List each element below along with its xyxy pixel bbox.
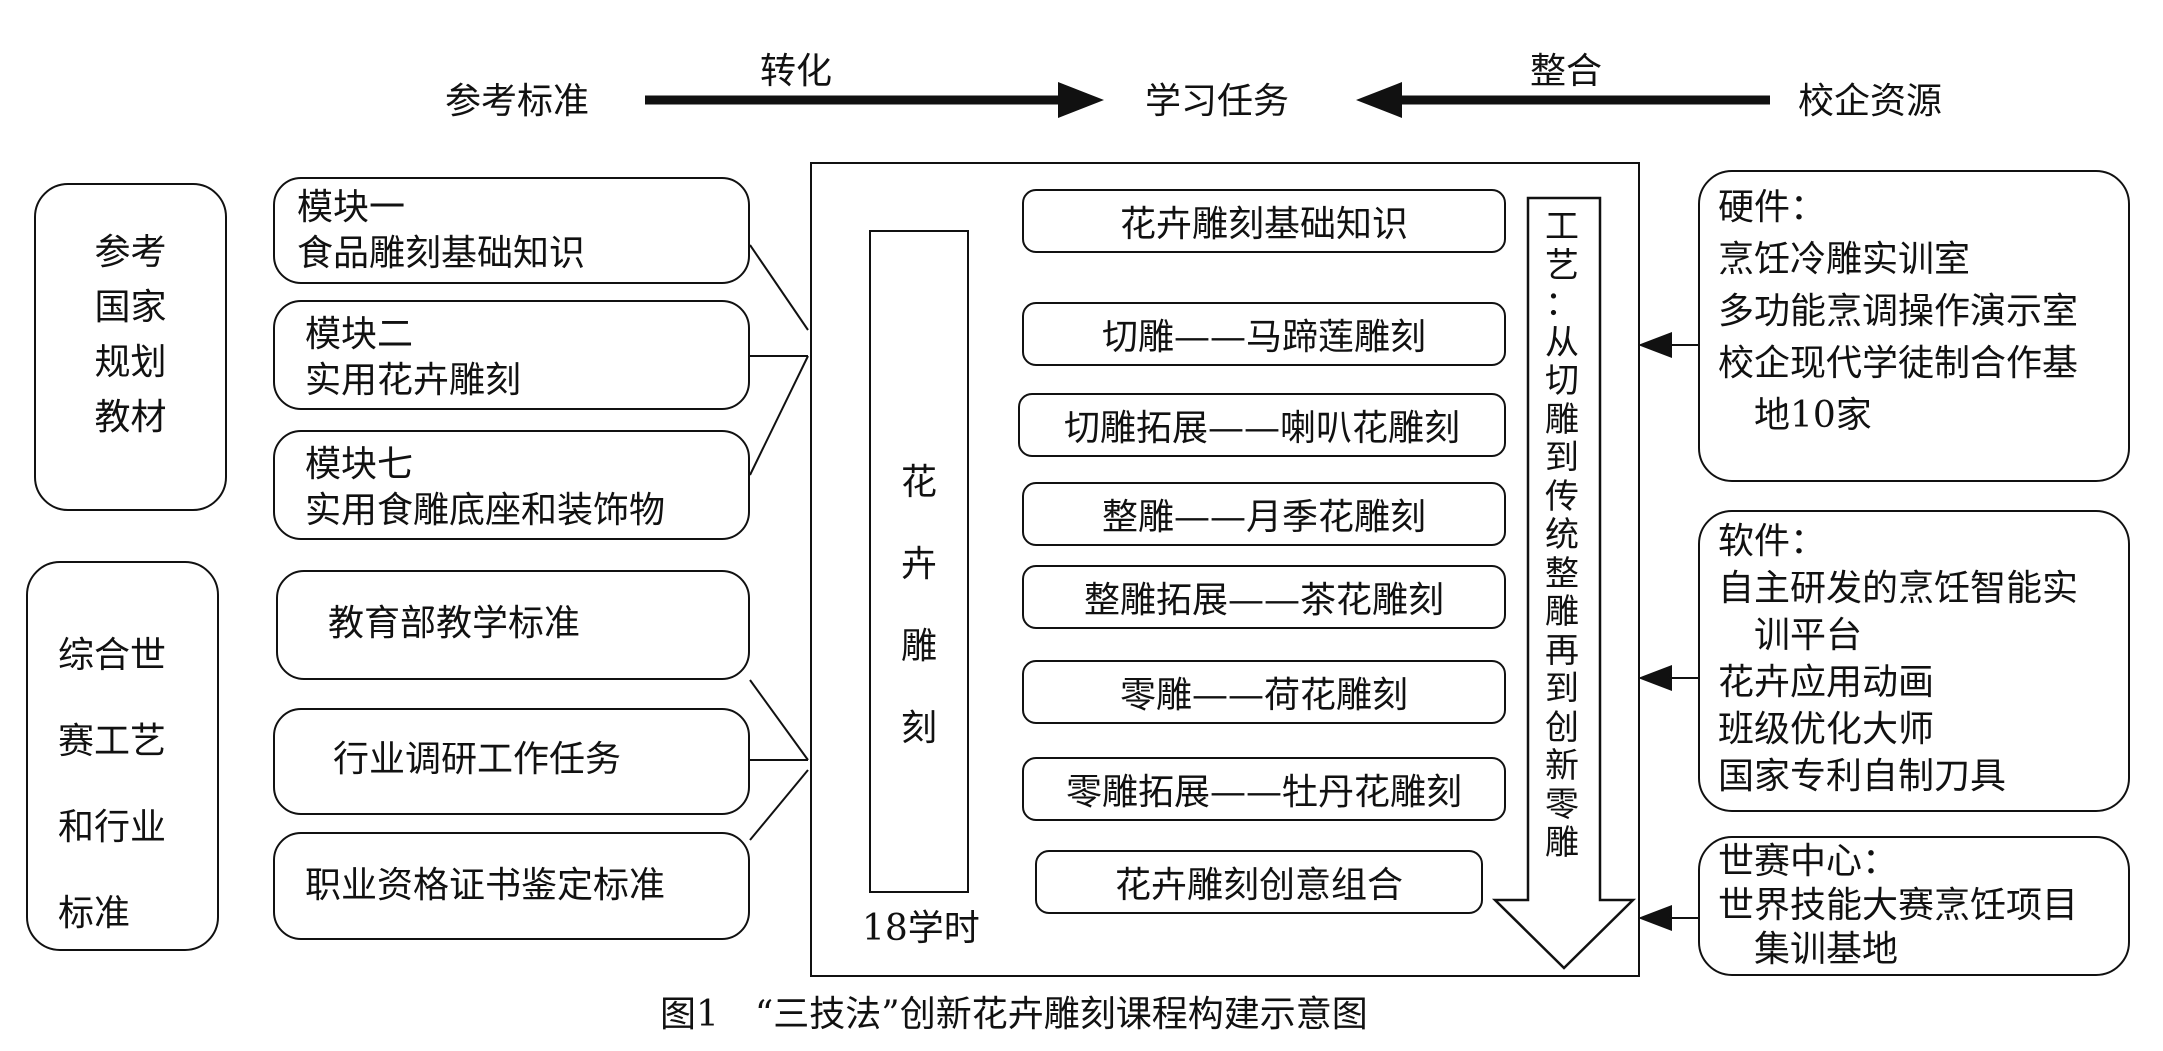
- left-top-line: 规划: [94, 342, 167, 383]
- world-center-title: 世赛中心：: [1718, 841, 1899, 882]
- world-center-line: 世界技能大赛烹饪项目: [1718, 885, 2079, 926]
- main-course-box: [810, 162, 1640, 977]
- hardware-line: 校企现代学徒制合作基: [1718, 343, 2079, 384]
- process-char: 新: [1545, 746, 1579, 786]
- process-char: 到: [1545, 669, 1579, 709]
- process-char: 统: [1545, 515, 1579, 555]
- software-line: 国家专利自制刀具: [1718, 756, 2007, 797]
- course-item-label: 花卉雕刻创意组合: [1114, 865, 1403, 906]
- course-item-label: 切雕拓展——喇叭花雕刻: [1063, 408, 1460, 449]
- left-top-line: 国家: [94, 287, 167, 328]
- module-title: 模块七: [305, 444, 414, 485]
- module-title: 模块一: [297, 187, 406, 228]
- process-char: 切: [1545, 361, 1579, 401]
- course-item: 零雕——荷花雕刻: [1022, 660, 1506, 724]
- left-top-line: 参考: [94, 232, 167, 273]
- module-box: 模块一 食品雕刻基础知识: [273, 177, 750, 284]
- course-item: 花卉雕刻基础知识: [1022, 189, 1506, 253]
- course-item: 整雕拓展——茶花雕刻: [1022, 565, 1506, 629]
- process-char: 创: [1545, 707, 1579, 748]
- hardware-title: 硬件：: [1718, 187, 1827, 228]
- hours-label: 18学时: [862, 908, 980, 949]
- module-subtitle: 食品雕刻基础知识: [297, 233, 586, 274]
- reference-standard-label: 参考标准: [445, 81, 590, 122]
- course-item-label: 零雕——荷花雕刻: [1119, 675, 1408, 716]
- world-skills-standards-box: 综合世 赛工艺 和行业 标准: [26, 561, 219, 951]
- module-subtitle: 实用食雕底座和装饰物: [305, 490, 666, 531]
- flower-carving-column: 花 卉 雕 刻: [869, 230, 969, 893]
- left-top-line: 教材: [94, 397, 167, 438]
- course-item-label: 整雕——月季花雕刻: [1101, 497, 1426, 538]
- hardware-line: 地10家: [1754, 395, 1872, 436]
- standard-label: 教育部教学标准: [328, 603, 581, 644]
- software-line: 花卉应用动画: [1718, 662, 1935, 703]
- software-title: 软件：: [1718, 521, 1827, 562]
- course-item-label: 整雕拓展——茶花雕刻: [1083, 580, 1444, 621]
- hardware-line: 多功能烹调操作演示室: [1718, 291, 2079, 332]
- standard-box: 行业调研工作任务: [273, 708, 750, 815]
- process-char: 艺: [1545, 245, 1579, 286]
- process-char: 雕: [1545, 823, 1579, 863]
- course-item: 花卉雕刻创意组合: [1035, 850, 1483, 914]
- process-char: 整: [1545, 553, 1579, 594]
- module-subtitle: 实用花卉雕刻: [305, 360, 522, 401]
- integrate-label: 整合: [1530, 51, 1603, 92]
- course-item-label: 零雕拓展——牡丹花雕刻: [1065, 772, 1462, 813]
- transform-label: 转化: [760, 51, 833, 92]
- vertical-title-char: 刻: [901, 708, 938, 749]
- standard-label: 职业资格证书鉴定标准: [305, 865, 666, 906]
- hardware-line: 烹饪冷雕实训室: [1718, 239, 1971, 280]
- standard-label: 行业调研工作任务: [333, 739, 622, 780]
- school-enterprise-resources-label: 校企资源: [1798, 81, 1943, 122]
- software-box: 软件： 自主研发的烹饪智能实 训平台 花卉应用动画 班级优化大师 国家专利自制刀…: [1698, 510, 2130, 812]
- world-skills-center-box: 世赛中心： 世界技能大赛烹饪项目 集训基地: [1698, 836, 2130, 976]
- software-line: 训平台: [1754, 615, 1863, 656]
- learning-task-label: 学习任务: [1145, 81, 1290, 122]
- process-char: 到: [1545, 438, 1579, 478]
- course-item-label: 切雕——马蹄莲雕刻: [1101, 317, 1426, 358]
- vertical-title-char: 雕: [901, 626, 938, 667]
- vertical-title-char: 卉: [901, 544, 938, 585]
- left-bottom-line: 赛工艺: [58, 721, 167, 762]
- world-center-line: 集训基地: [1754, 929, 1899, 970]
- module-title: 模块二: [305, 314, 414, 355]
- module-box: 模块七 实用食雕底座和装饰物: [273, 430, 750, 540]
- process-char: 雕: [1545, 592, 1579, 632]
- left-bottom-line: 和行业: [58, 807, 167, 848]
- process-char: 再: [1545, 630, 1579, 671]
- course-item: 整雕——月季花雕刻: [1022, 482, 1506, 546]
- process-arrow-text: 工 艺 ： 从 切 雕 到 传 统 整 雕 再 到 创 新 零 雕: [1545, 208, 1579, 863]
- process-char: 传: [1545, 476, 1579, 517]
- module-box: 模块二 实用花卉雕刻: [273, 300, 750, 410]
- process-char: 雕: [1545, 399, 1579, 440]
- process-char: ：: [1545, 284, 1579, 324]
- process-char: 工: [1545, 207, 1579, 247]
- software-line: 自主研发的烹饪智能实: [1718, 568, 2079, 609]
- standard-box: 教育部教学标准: [276, 570, 750, 680]
- process-char: 从: [1545, 322, 1579, 363]
- process-char: 零: [1545, 784, 1579, 825]
- figure-caption: 图1 “三技法”创新花卉雕刻课程构建示意图: [660, 994, 1368, 1035]
- course-item: 切雕拓展——喇叭花雕刻: [1018, 393, 1506, 457]
- software-line: 班级优化大师: [1718, 709, 1935, 750]
- course-item: 切雕——马蹄莲雕刻: [1022, 302, 1506, 366]
- reference-national-textbook-box: 参考 国家 规划 教材: [34, 183, 227, 511]
- course-item-label: 花卉雕刻基础知识: [1119, 204, 1408, 245]
- hardware-box: 硬件： 烹饪冷雕实训室 多功能烹调操作演示室 校企现代学徒制合作基 地10家: [1698, 170, 2130, 482]
- left-bottom-line: 标准: [58, 893, 131, 934]
- left-bottom-line: 综合世: [58, 635, 167, 676]
- standard-box: 职业资格证书鉴定标准: [273, 832, 750, 940]
- course-item: 零雕拓展——牡丹花雕刻: [1022, 757, 1506, 821]
- vertical-title-char: 花: [901, 462, 938, 503]
